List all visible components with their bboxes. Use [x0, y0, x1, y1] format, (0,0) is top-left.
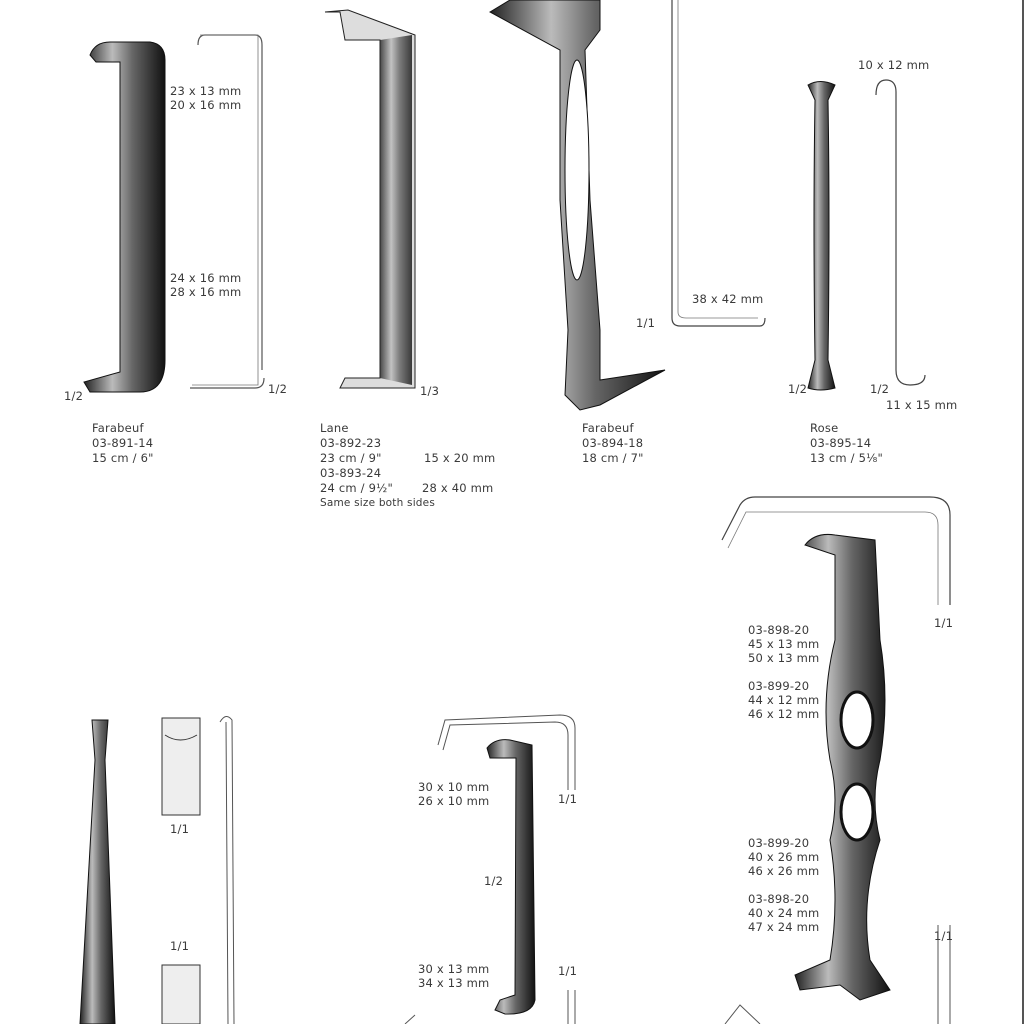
scale-label: 1/1: [934, 929, 954, 943]
blade-dim: 47 x 24 mm: [748, 920, 820, 934]
product-note: Same size both sides: [320, 497, 436, 509]
blade-dim: 34 x 13 mm: [418, 976, 490, 990]
scale-label: 1/3: [420, 384, 440, 398]
scale-label: 1/2: [788, 382, 808, 396]
blade-dim: 11 x 15 mm: [886, 398, 958, 412]
product-name: Lane: [320, 421, 349, 435]
product-code: 03-892-23: [320, 436, 382, 450]
scale-label: 1/2: [870, 382, 890, 396]
blade-dim: 50 x 13 mm: [748, 651, 820, 665]
blade-dim: 44 x 12 mm: [748, 693, 820, 707]
product-name: Farabeuf: [582, 421, 634, 435]
blade-dim: 23 x 13 mm: [170, 84, 242, 98]
product-code: 03-893-24: [320, 466, 382, 480]
product-size: 13 cm / 5⅛": [810, 451, 883, 465]
product-size: 18 cm / 7": [582, 451, 644, 465]
small-double-retractor-drawing: [404, 714, 576, 1024]
scale-label: 1/1: [170, 822, 190, 836]
scale-label: 1/2: [268, 382, 288, 396]
rose-retractor-drawing: [807, 79, 926, 391]
scale-label: 1/1: [558, 792, 578, 806]
farabeuf-retractor-drawing: [83, 34, 265, 393]
blade-dim: 46 x 12 mm: [748, 707, 820, 721]
farabeuf-double-retractor-drawing: [488, 0, 766, 411]
blade-dim: 15 x 20 mm: [424, 451, 496, 465]
product-name: Farabeuf: [92, 421, 144, 435]
product-code: 03-891-14: [92, 436, 154, 450]
blade-dim: 30 x 10 mm: [418, 780, 490, 794]
scale-label: 1/1: [934, 616, 954, 630]
blade-dim: 40 x 26 mm: [748, 850, 820, 864]
blade-dim: 46 x 26 mm: [748, 864, 820, 878]
blade-dim: 30 x 13 mm: [418, 962, 490, 976]
lane-retractor-drawing: [324, 9, 416, 389]
blade-dim: 24 x 16 mm: [170, 271, 242, 285]
blade-dim: 40 x 24 mm: [748, 906, 820, 920]
product-name: Rose: [810, 421, 839, 435]
product-size: 24 cm / 9½": [320, 481, 393, 495]
blade-dim: 45 x 13 mm: [748, 637, 820, 651]
product-code: 03-898-20: [748, 623, 810, 637]
product-code: 03-895-14: [810, 436, 872, 450]
blade-dim: 10 x 12 mm: [858, 58, 930, 72]
scale-label: 1/2: [484, 874, 504, 888]
product-size: 23 cm / 9": [320, 451, 382, 465]
page-edge: [1022, 0, 1024, 1024]
blade-dim: 20 x 16 mm: [170, 98, 242, 112]
product-size: 15 cm / 6": [92, 451, 154, 465]
scale-label: 1/1: [636, 316, 656, 330]
blade-dim: 26 x 10 mm: [418, 794, 490, 808]
product-code: 03-894-18: [582, 436, 644, 450]
scale-label: 1/1: [558, 964, 578, 978]
product-code: 03-899-20: [748, 679, 810, 693]
blade-dim: 38 x 42 mm: [692, 292, 764, 306]
large-double-retractor-drawing: [721, 496, 951, 1024]
scale-label: 1/1: [170, 939, 190, 953]
product-code: 03-899-20: [748, 836, 810, 850]
blade-dim: 28 x 16 mm: [170, 285, 242, 299]
scale-label: 1/2: [64, 389, 84, 403]
blade-dim: 28 x 40 mm: [422, 481, 494, 495]
blade-retractor-drawing: [79, 716, 235, 1024]
product-code: 03-898-20: [748, 892, 810, 906]
